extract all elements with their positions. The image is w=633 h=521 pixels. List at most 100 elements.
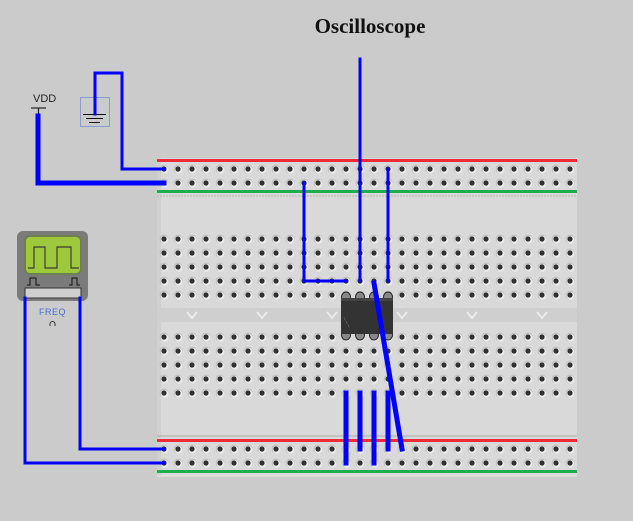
breadboard-hole[interactable] [327,290,337,300]
breadboard-hole[interactable] [425,332,435,342]
breadboard-hole[interactable] [369,178,379,188]
breadboard-hole[interactable] [173,346,183,356]
breadboard-hole[interactable] [565,178,575,188]
breadboard-hole[interactable] [453,164,463,174]
breadboard-hole[interactable] [439,388,449,398]
breadboard-hole[interactable] [481,290,491,300]
breadboard-hole[interactable] [201,178,211,188]
breadboard-hole[interactable] [439,458,449,468]
breadboard-hole[interactable] [411,346,421,356]
breadboard-hole[interactable] [257,360,267,370]
breadboard-hole[interactable] [229,290,239,300]
breadboard-hole[interactable] [537,262,547,272]
breadboard-hole[interactable] [537,388,547,398]
breadboard-hole[interactable] [509,290,519,300]
breadboard-hole[interactable] [215,290,225,300]
breadboard-hole[interactable] [565,248,575,258]
breadboard-hole[interactable] [355,374,365,384]
breadboard-hole[interactable] [551,346,561,356]
breadboard-hole[interactable] [369,164,379,174]
breadboard-hole[interactable] [509,178,519,188]
breadboard-hole[interactable] [467,346,477,356]
breadboard-hole[interactable] [453,346,463,356]
breadboard-hole[interactable] [453,262,463,272]
breadboard-hole[interactable] [341,248,351,258]
breadboard-hole[interactable] [425,164,435,174]
breadboard-hole[interactable] [523,444,533,454]
breadboard-hole[interactable] [215,178,225,188]
breadboard-hole[interactable] [565,262,575,272]
breadboard-hole[interactable] [411,164,421,174]
breadboard-hole[interactable] [453,248,463,258]
breadboard-hole[interactable] [327,360,337,370]
breadboard-hole[interactable] [509,234,519,244]
breadboard-hole[interactable] [495,360,505,370]
breadboard-hole[interactable] [537,234,547,244]
breadboard-hole[interactable] [411,262,421,272]
breadboard-hole[interactable] [201,388,211,398]
breadboard-hole[interactable] [257,248,267,258]
breadboard-hole[interactable] [285,346,295,356]
ic-chip[interactable]: ~~~ [340,291,393,341]
breadboard-hole[interactable] [439,360,449,370]
breadboard-hole[interactable] [425,346,435,356]
breadboard-hole[interactable] [495,444,505,454]
breadboard-hole[interactable] [187,332,197,342]
breadboard-hole[interactable] [565,346,575,356]
breadboard-hole[interactable] [537,248,547,258]
breadboard-hole[interactable] [425,360,435,370]
breadboard-hole[interactable] [551,262,561,272]
breadboard-hole[interactable] [467,388,477,398]
breadboard-hole[interactable] [397,234,407,244]
breadboard-hole[interactable] [285,332,295,342]
breadboard-hole[interactable] [159,360,169,370]
breadboard-hole[interactable] [509,444,519,454]
breadboard-hole[interactable] [509,276,519,286]
breadboard-hole[interactable] [299,290,309,300]
breadboard-hole[interactable] [229,276,239,286]
breadboard-hole[interactable] [271,290,281,300]
breadboard-hole[interactable] [467,374,477,384]
breadboard-hole[interactable] [523,234,533,244]
wire-diagonal[interactable] [371,280,405,452]
breadboard-hole[interactable] [565,360,575,370]
breadboard-hole[interactable] [565,388,575,398]
breadboard-hole[interactable] [481,248,491,258]
breadboard-hole[interactable] [257,332,267,342]
breadboard-hole[interactable] [243,374,253,384]
breadboard-hole[interactable] [285,178,295,188]
breadboard-hole[interactable] [565,234,575,244]
breadboard-hole[interactable] [411,332,421,342]
breadboard-hole[interactable] [215,234,225,244]
breadboard-hole[interactable] [551,178,561,188]
breadboard-hole[interactable] [537,332,547,342]
breadboard-hole[interactable] [313,444,323,454]
breadboard-hole[interactable] [509,332,519,342]
breadboard-hole[interactable] [551,234,561,244]
breadboard-hole[interactable] [467,234,477,244]
breadboard-hole[interactable] [453,234,463,244]
breadboard-hole[interactable] [327,444,337,454]
breadboard-hole[interactable] [159,234,169,244]
breadboard-hole[interactable] [425,262,435,272]
breadboard-hole[interactable] [173,248,183,258]
breadboard-hole[interactable] [411,276,421,286]
breadboard-hole[interactable] [285,290,295,300]
breadboard-hole[interactable] [341,262,351,272]
breadboard-hole[interactable] [229,178,239,188]
breadboard-hole[interactable] [551,248,561,258]
breadboard-hole[interactable] [299,164,309,174]
breadboard-hole[interactable] [299,458,309,468]
breadboard-hole[interactable] [439,290,449,300]
breadboard-hole[interactable] [411,444,421,454]
breadboard-hole[interactable] [215,164,225,174]
breadboard-hole[interactable] [537,276,547,286]
breadboard-hole[interactable] [425,374,435,384]
breadboard-hole[interactable] [173,374,183,384]
breadboard-hole[interactable] [523,374,533,384]
breadboard-hole[interactable] [257,374,267,384]
breadboard-hole[interactable] [271,360,281,370]
breadboard-hole[interactable] [509,346,519,356]
breadboard-hole[interactable] [243,388,253,398]
breadboard-hole[interactable] [551,290,561,300]
